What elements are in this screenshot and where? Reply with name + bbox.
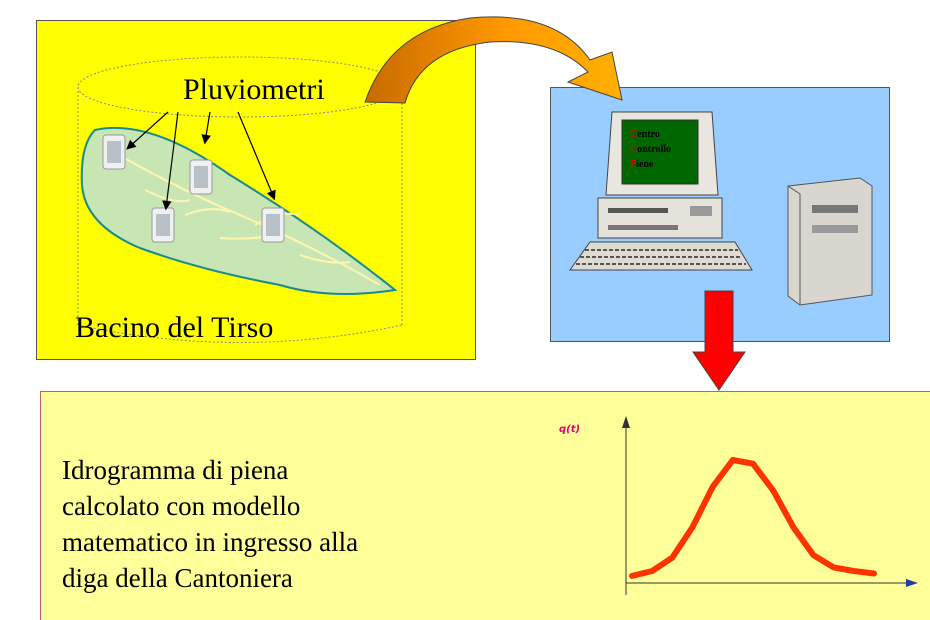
rain-gauge-icon xyxy=(261,207,285,243)
tower-computer-icon xyxy=(787,177,873,306)
description-line: diga della Cantoniera xyxy=(62,563,293,593)
description-line: Idrogramma di piena xyxy=(62,455,289,485)
basin-area xyxy=(80,126,398,295)
monitor-screen-text: Centro Controllo Piene xyxy=(630,127,671,172)
gauge-pointer-arrows xyxy=(126,111,276,211)
screen-line: Controllo xyxy=(630,144,671,155)
rain-gauges-label: Pluviometri xyxy=(183,73,325,106)
screen-line: Centro xyxy=(630,129,660,140)
keyboard-icon xyxy=(569,241,753,271)
desktop-unit-icon xyxy=(597,197,723,239)
rain-gauge-icon xyxy=(151,207,175,243)
rain-gauge-icon xyxy=(102,134,126,170)
rain-gauge-icon xyxy=(189,159,213,195)
y-axis-arrowhead xyxy=(622,416,630,428)
y-axis-label: q(t) xyxy=(559,424,581,435)
screen-line: Piene xyxy=(630,159,654,170)
description-line: matematico in ingresso alla xyxy=(62,527,359,557)
basin-name-label: Bacino del Tirso xyxy=(75,311,274,344)
monitor-icon xyxy=(605,111,719,196)
description-line: calcolato con modello xyxy=(62,491,301,521)
x-axis-arrowhead xyxy=(906,579,918,587)
hydrograph-curve xyxy=(629,457,877,579)
river-network xyxy=(109,149,381,286)
hydrograph-description: Idrogramma di piena calcolato con modell… xyxy=(62,452,462,596)
